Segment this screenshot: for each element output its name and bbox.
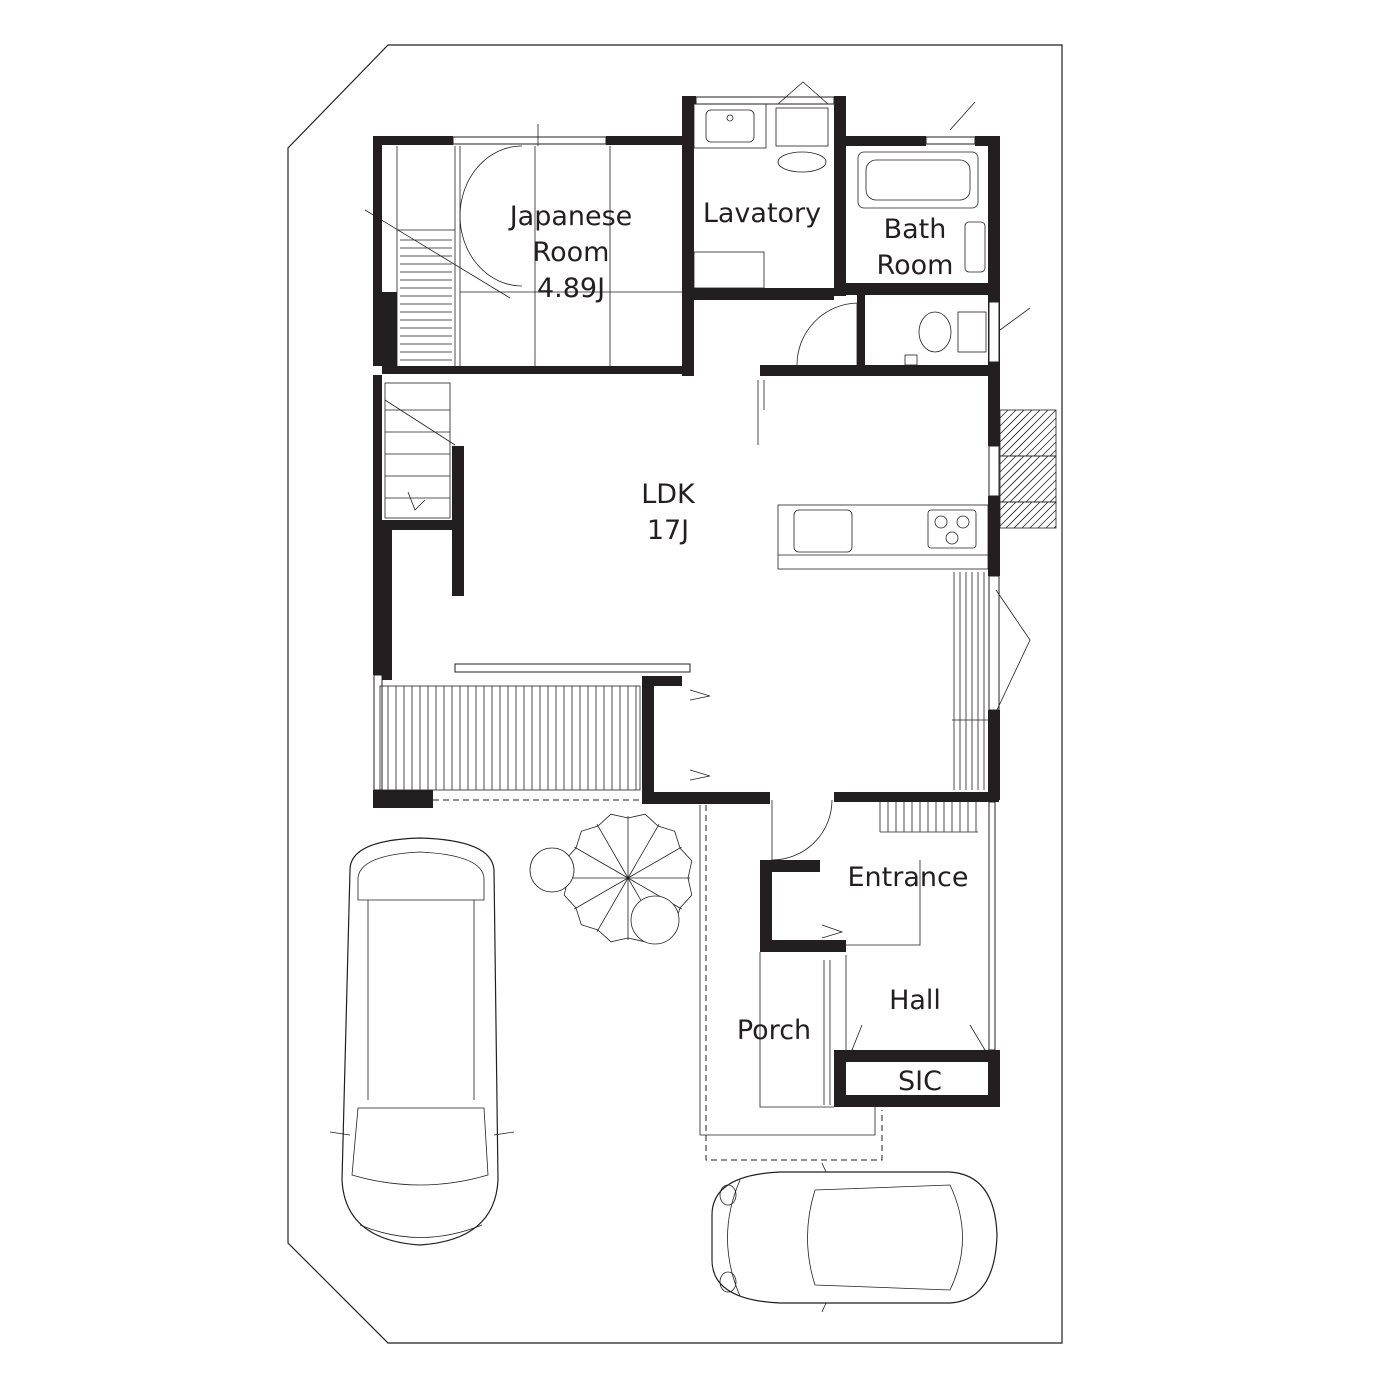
porch-outline xyxy=(433,799,883,1161)
lavatory-name: Lavatory xyxy=(703,198,821,229)
walls xyxy=(373,96,1000,1107)
staircase-lower xyxy=(384,382,456,519)
lavatory-fixtures xyxy=(693,81,829,289)
japanese-room-size: 4.89J xyxy=(537,273,605,304)
entrance-name: Entrance xyxy=(848,862,969,893)
hall-name: Hall xyxy=(889,985,941,1016)
wood-deck-west xyxy=(379,685,641,791)
wood-deck-east xyxy=(952,572,988,790)
car-large xyxy=(329,837,515,1246)
bath-room-name-line2: Room xyxy=(877,250,954,281)
japanese-room-name-line1: Japanese xyxy=(508,201,633,232)
entrance-hall-detail xyxy=(823,860,921,1105)
tree xyxy=(529,813,693,945)
sic-name: SIC xyxy=(898,1066,942,1097)
porch-name: Porch xyxy=(737,1015,811,1046)
doors xyxy=(689,302,1031,1053)
site-boundary xyxy=(287,44,1063,1344)
bath-room-name-line1: Bath xyxy=(884,214,947,245)
ldk-name: LDK xyxy=(641,479,696,510)
car-small xyxy=(711,1162,998,1313)
room-labels: Japanese Room 4.89J Lavatory Bath Room L… xyxy=(508,198,969,1097)
windows xyxy=(373,96,1000,1051)
kitchen-counter xyxy=(777,504,989,570)
entrance-step xyxy=(879,802,978,833)
ldk-size: 17J xyxy=(647,515,689,546)
bath-fixtures xyxy=(857,101,986,273)
toilet xyxy=(904,307,1031,366)
staircase-upper xyxy=(364,209,511,361)
japanese-room-name-line2: Room xyxy=(533,237,610,268)
outdoor-unit xyxy=(999,409,1057,529)
japanese-room-detail xyxy=(396,124,682,366)
